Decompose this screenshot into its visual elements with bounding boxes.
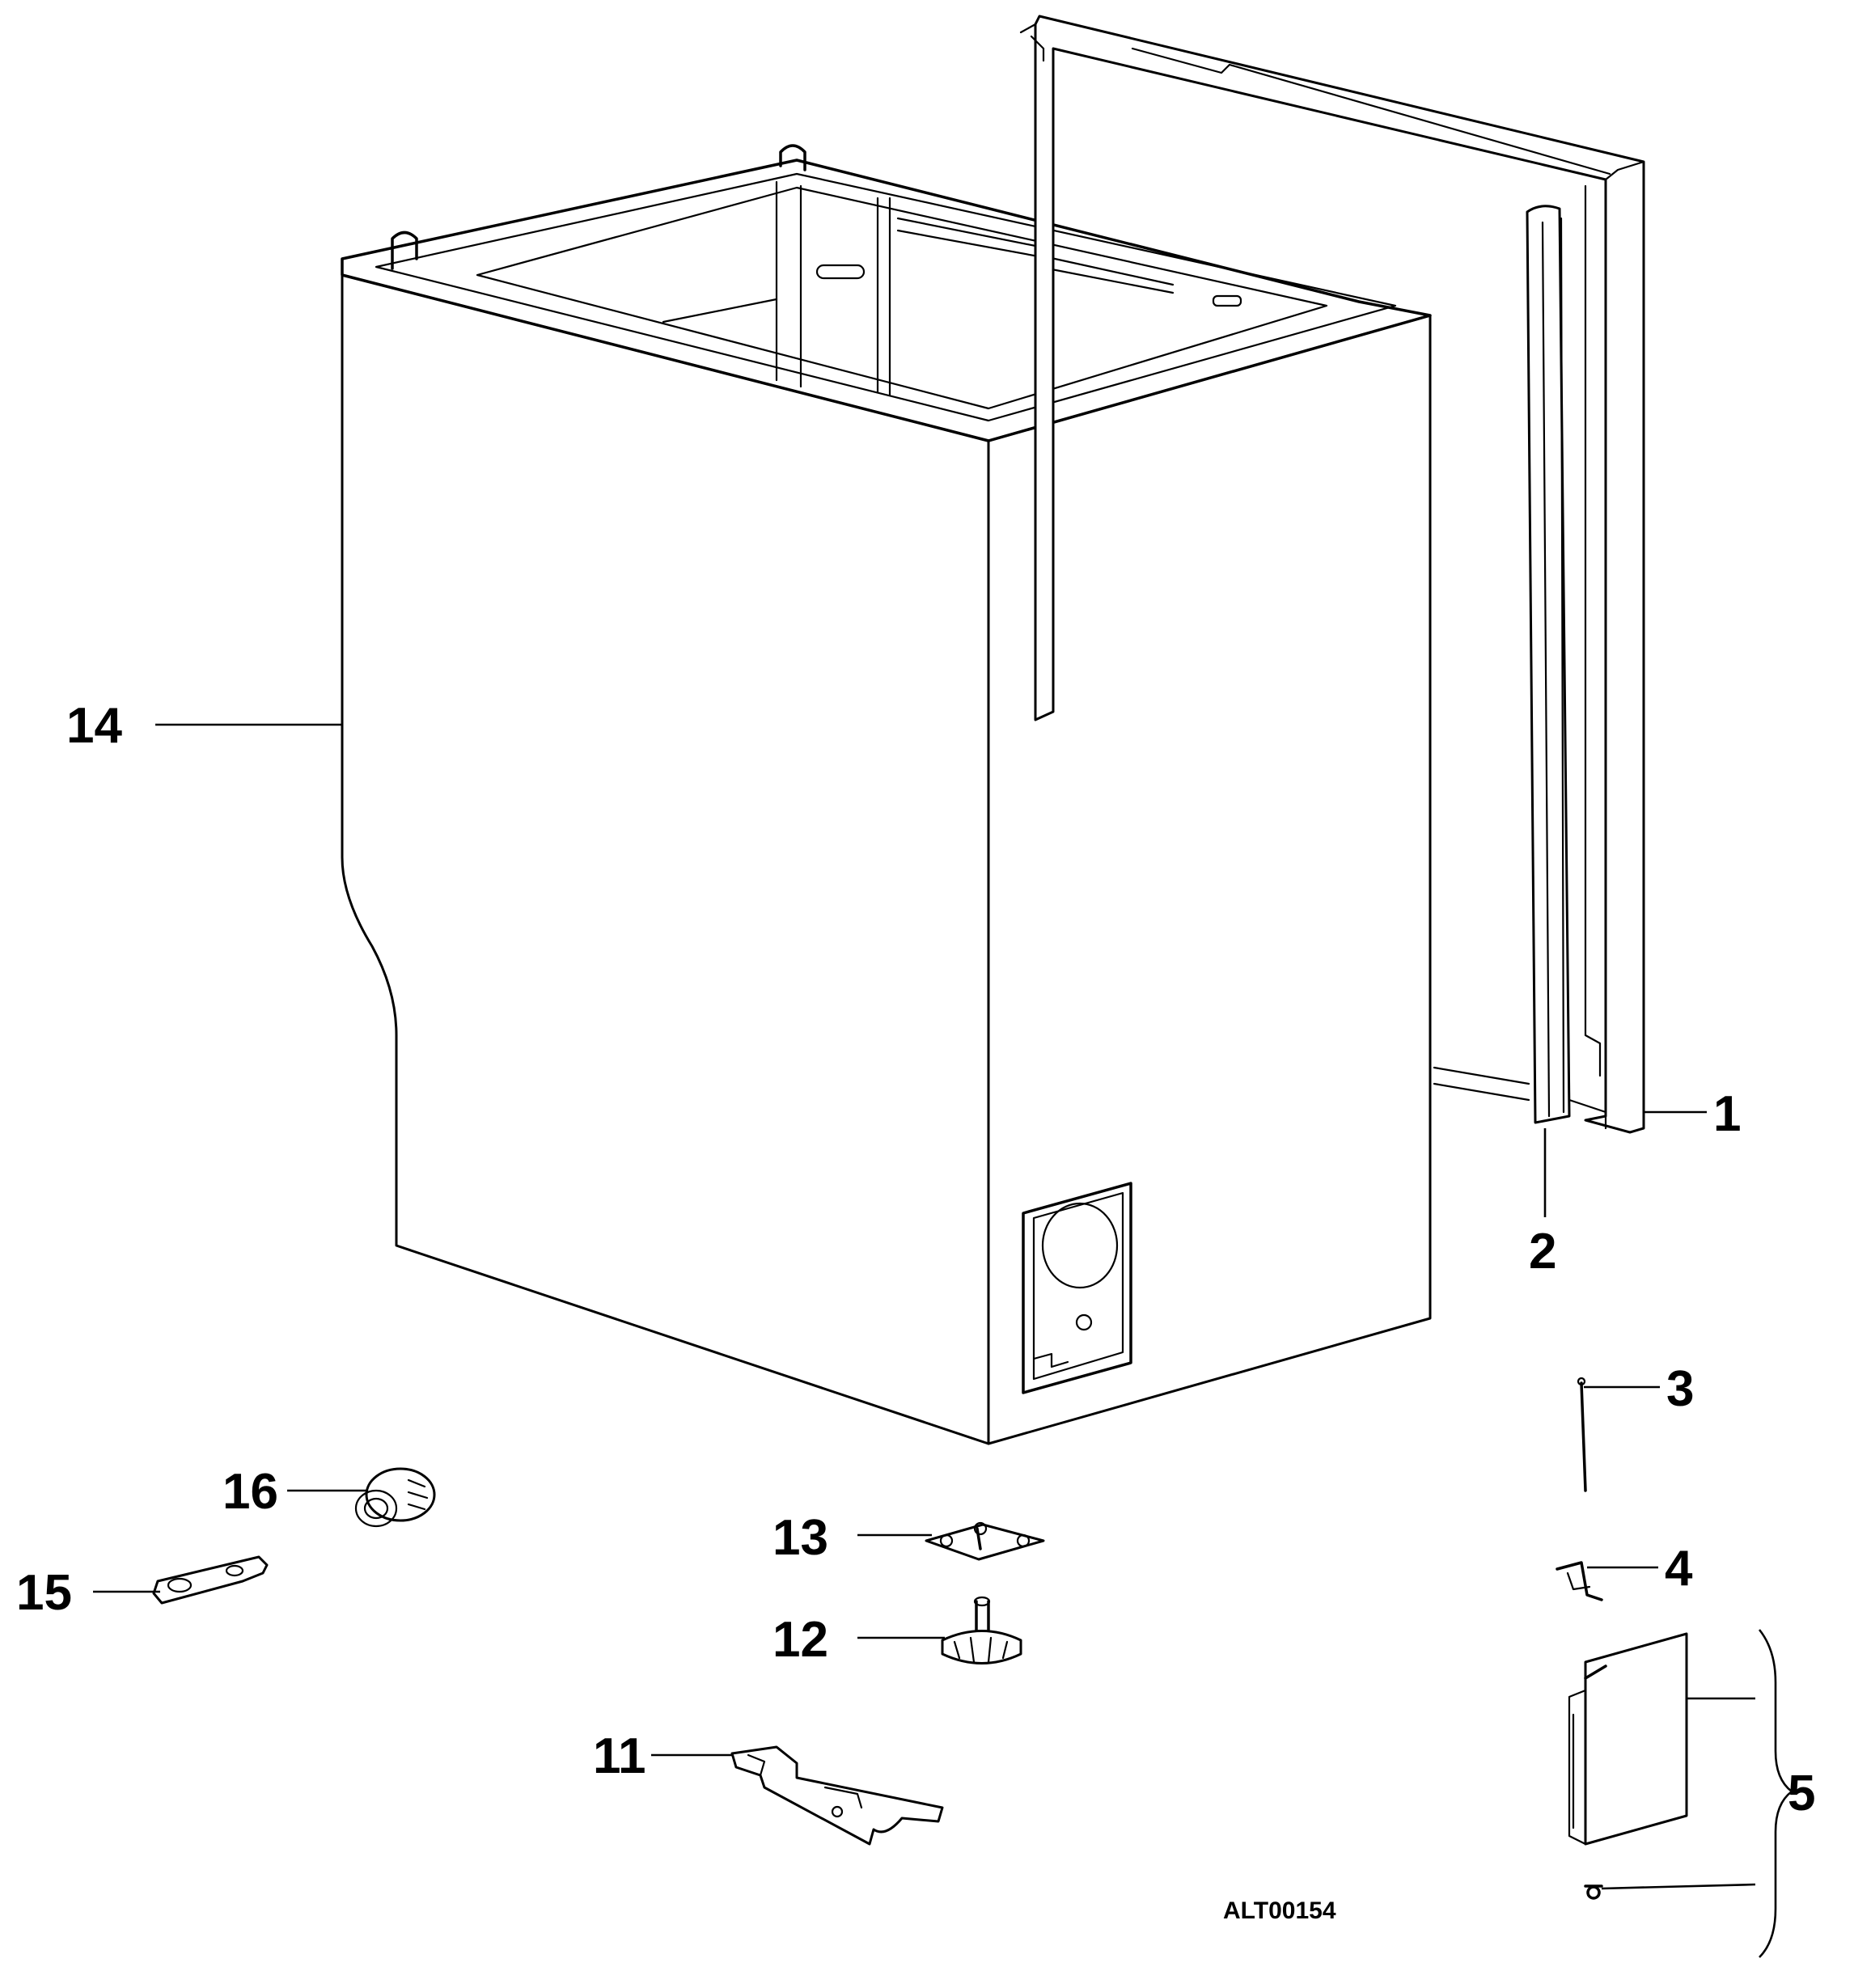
control-knob xyxy=(354,1467,436,1528)
leg-mounting-plate xyxy=(925,1521,1045,1561)
callout-15: 15 xyxy=(16,1565,72,1621)
callout-5: 5 xyxy=(1788,1766,1815,1821)
leader-lines xyxy=(93,723,1794,1958)
callout-12: 12 xyxy=(772,1612,828,1668)
service-hatch xyxy=(1022,1182,1132,1394)
bracket-plate-assembly xyxy=(1568,1632,1688,1900)
trim-strip xyxy=(1526,205,1571,1124)
spring-clip xyxy=(1556,1561,1603,1601)
adjustable-foot xyxy=(941,1596,1022,1664)
callout-1: 1 xyxy=(1713,1086,1741,1142)
hinge-bracket xyxy=(152,1555,269,1605)
callout-14: 14 xyxy=(66,698,122,754)
drawing-code: ALT00154 xyxy=(1223,1897,1336,1924)
callout-13: 13 xyxy=(772,1510,828,1566)
callout-labels: 14 1 2 3 4 5 16 15 13 12 11 ALT00154 xyxy=(16,698,1815,1924)
callout-11: 11 xyxy=(593,1728,646,1784)
cabinet-enclosure xyxy=(341,144,1432,1445)
callout-3: 3 xyxy=(1666,1361,1694,1417)
callout-4: 4 xyxy=(1665,1541,1693,1597)
mounting-bracket xyxy=(730,1745,944,1846)
callout-16: 16 xyxy=(222,1464,278,1520)
callout-2: 2 xyxy=(1529,1224,1556,1280)
door-frame-panel xyxy=(1019,15,1645,1134)
hinge-pin xyxy=(1577,1377,1587,1492)
